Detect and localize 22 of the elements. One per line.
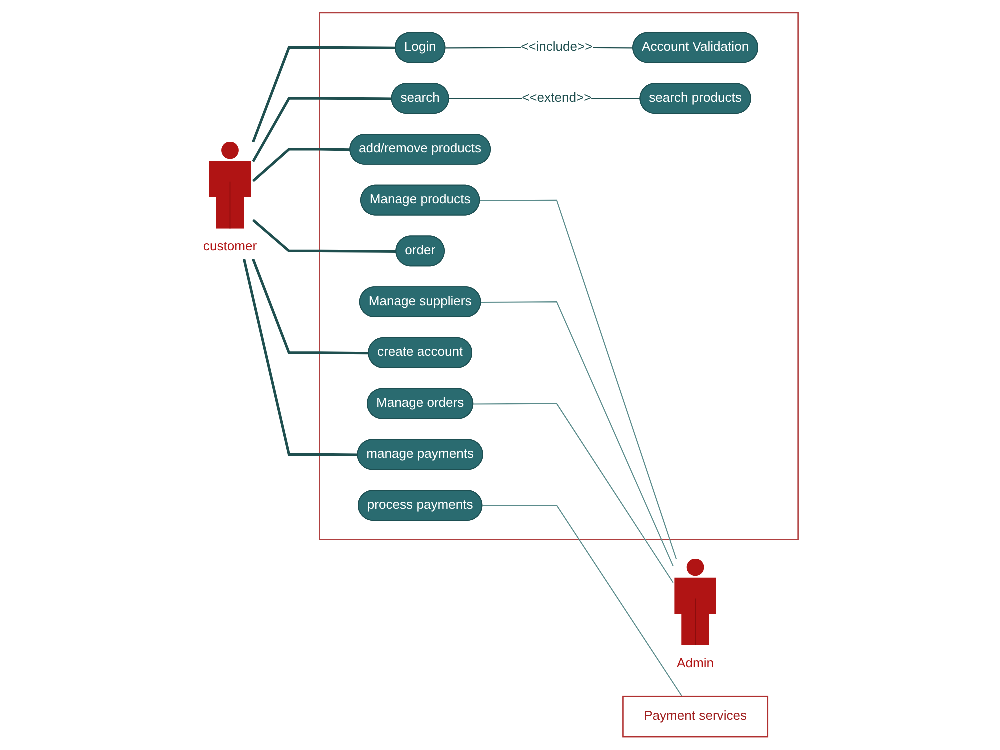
use-case-oval: process payments [358, 490, 483, 521]
use-case-oval: manage payments [357, 439, 484, 470]
use-case-oval: Account Validation [632, 32, 758, 64]
use-case-oval: create account [368, 338, 472, 368]
connector [482, 505, 683, 697]
connector [242, 258, 358, 456]
connector [252, 46, 396, 143]
connector [474, 403, 674, 584]
edge-label: <<include>> [520, 40, 593, 54]
connector [252, 219, 397, 253]
use-case-oval: search [391, 83, 450, 114]
connector [252, 148, 351, 182]
connector [252, 97, 392, 162]
use-case-oval: Manage orders [367, 388, 474, 420]
use-case-oval: search products [640, 83, 752, 114]
use-case-oval: Manage products [360, 184, 480, 216]
system-box: Payment services [622, 696, 769, 738]
connector [481, 302, 674, 567]
use-case-oval: Manage suppliers [359, 286, 482, 318]
use-case-oval: add/remove products [350, 134, 491, 165]
edge-label: <<extend>> [522, 90, 592, 106]
connector [480, 200, 678, 560]
